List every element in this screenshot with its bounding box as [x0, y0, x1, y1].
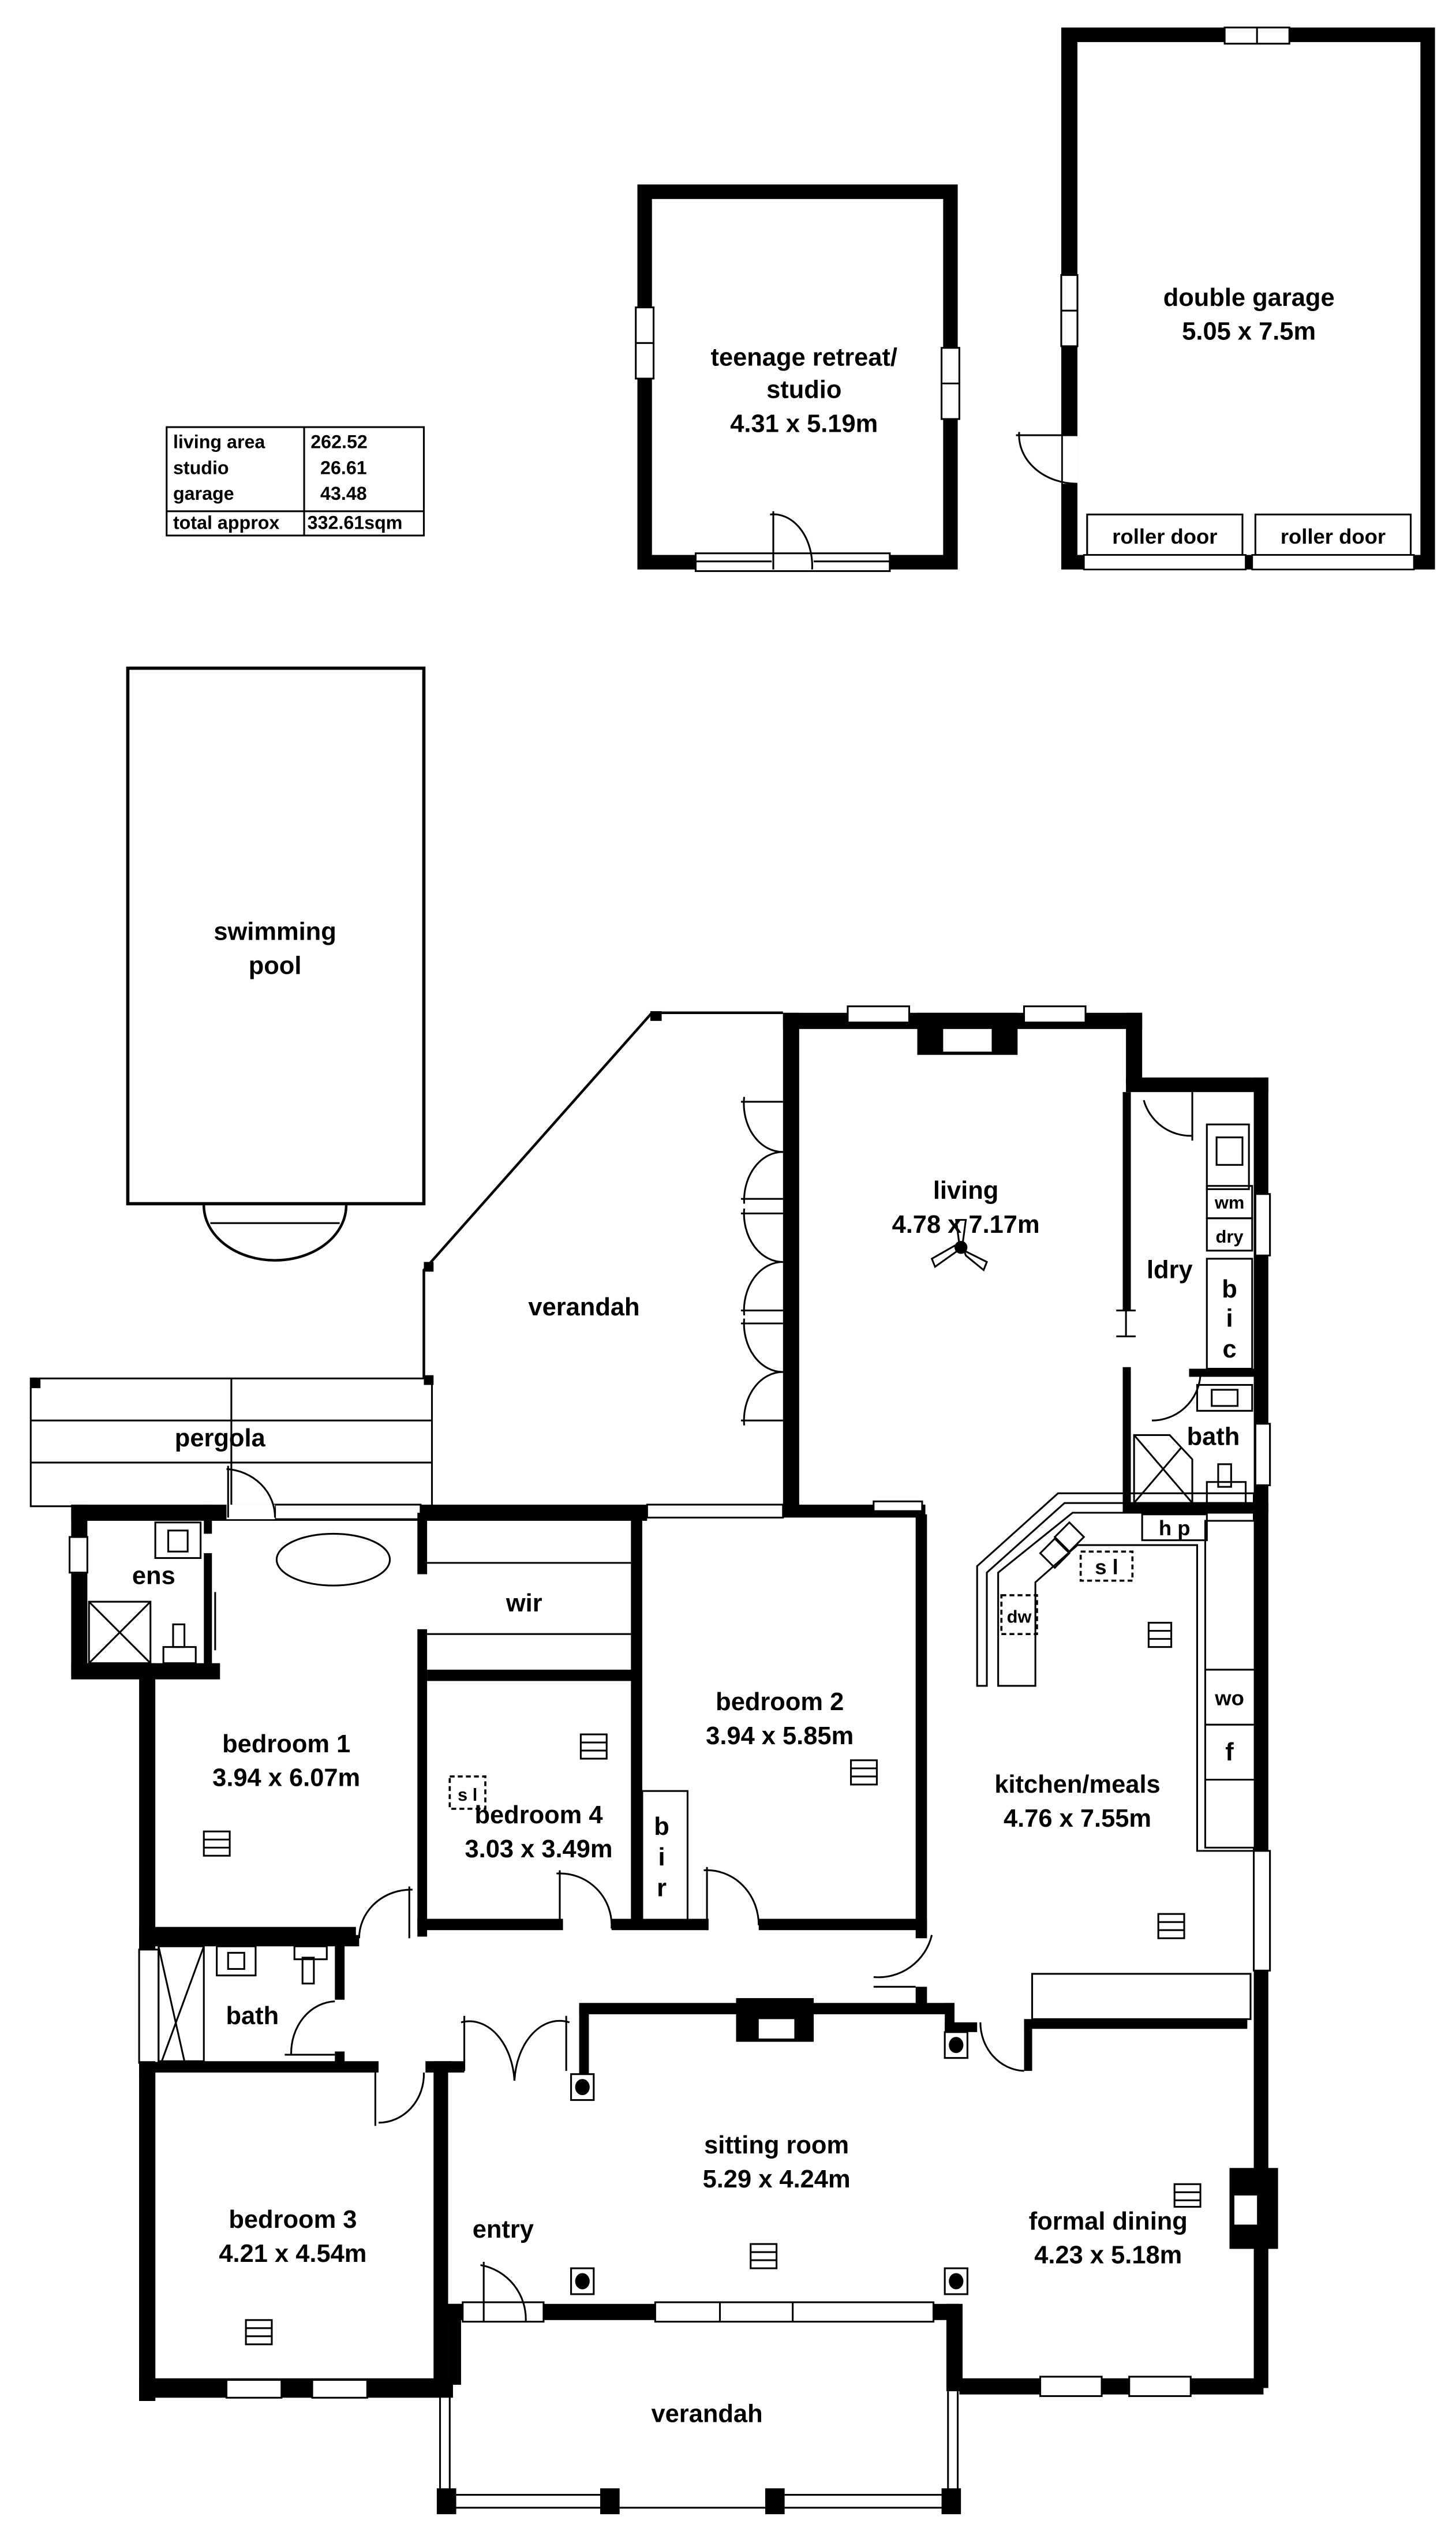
pool-name-2: pool	[249, 952, 302, 980]
dining-name: formal dining	[1029, 2208, 1188, 2235]
area-table: living area 262.52 studio 26.61 garage 4…	[166, 426, 425, 537]
bic-c: c	[1222, 1336, 1236, 1363]
bathtub-icon	[275, 1532, 391, 1587]
washing-machine-label: wm	[1214, 1192, 1244, 1213]
bedroom4-skylight-label: s l	[458, 1785, 477, 1805]
laundry-label: ldry	[1147, 1256, 1193, 1284]
door-swing-icon	[770, 513, 813, 570]
rear-verandah: verandah	[422, 1011, 783, 1426]
pool-name-1: swimming	[214, 918, 336, 946]
vent-icon	[1173, 2183, 1202, 2208]
studio-size: 4.31 x 5.19m	[730, 410, 878, 437]
dishwasher-label: dw	[1007, 1607, 1032, 1627]
pergola: pergola	[29, 1377, 433, 1508]
vent-icon	[203, 1830, 231, 1857]
table-label-total: total approx	[173, 513, 279, 533]
bedroom1-size: 3.94 x 6.07m	[212, 1764, 360, 1792]
vent-icon	[1157, 1913, 1185, 1939]
table-label-garage: garage	[173, 483, 234, 504]
front-verandah: verandah	[436, 2391, 961, 2515]
roller-door-left: roller door	[1112, 525, 1217, 548]
downlight-icon	[944, 2031, 968, 2059]
bedroom2-name: bedroom 2	[716, 1688, 844, 1716]
studio-building: teenage retreat/ studio 4.31 x 5.19m	[635, 184, 960, 573]
vent-icon	[850, 1759, 878, 1786]
kitchen-name: kitchen/meals	[994, 1771, 1160, 1798]
kitchen-size: 4.76 x 7.55m	[1004, 1805, 1151, 1832]
table-value-studio: 26.61	[320, 457, 367, 478]
downlight-icon	[570, 2073, 595, 2101]
bir-r: r	[657, 1874, 667, 1902]
ceiling-fan-icon	[930, 1219, 988, 1272]
studio-name-1: teenage retreat/	[710, 344, 897, 372]
dining-size: 4.23 x 5.18m	[1034, 2242, 1182, 2269]
pergola-label: pergola	[175, 1424, 266, 1452]
table-label-living: living area	[173, 431, 265, 452]
studio-name-2: studio	[766, 376, 841, 404]
sitting-size: 5.29 x 4.24m	[703, 2166, 851, 2193]
bedroom3-name: bedroom 3	[229, 2206, 357, 2234]
dryer-label: dry	[1216, 1226, 1244, 1247]
ensuite-label: ens	[132, 1562, 175, 1589]
verandah-front-label: verandah	[651, 2400, 762, 2428]
vent-icon	[245, 2319, 273, 2346]
french-doors	[740, 1097, 783, 1426]
bath-rear-label: bath	[1187, 1423, 1240, 1450]
garage-size: 5.05 x 7.5m	[1182, 318, 1316, 346]
skylight-icon	[448, 1775, 486, 1810]
fixtures: s l	[203, 1219, 1202, 2346]
bir-i: i	[658, 1843, 665, 1871]
verandah-rear-label: verandah	[528, 1293, 639, 1321]
bedroom1-name: bedroom 1	[222, 1730, 350, 1758]
downlight-icon	[944, 2267, 968, 2295]
table-value-garage: 43.48	[320, 483, 367, 504]
garage-name: double garage	[1163, 284, 1335, 312]
roller-door-right: roller door	[1281, 525, 1386, 548]
vent-icon	[579, 1733, 608, 1760]
table-label-studio: studio	[173, 457, 229, 478]
garage-building: roller door roller door double garage 5.…	[1016, 27, 1435, 571]
room-labels: living 4.78 x 7.17m bedroom 1 3.94 x 6.0…	[212, 1177, 1188, 2269]
hotplate-label: h p	[1159, 1516, 1191, 1540]
bic-b: b	[1222, 1276, 1237, 1303]
house-walls: wm dry b i c ldry bath	[69, 1005, 1278, 2515]
bath-front-label: bath	[226, 2002, 279, 2030]
sitting-name: sitting room	[704, 2131, 849, 2159]
kitchen-sink-label: s l	[1095, 1555, 1118, 1579]
vent-icon	[1147, 1622, 1173, 1648]
door-swing-icon	[1018, 432, 1078, 485]
living-size: 4.78 x 7.17m	[892, 1211, 1040, 1239]
fridge-label: f	[1225, 1738, 1234, 1766]
bedroom4-size: 3.03 x 3.49m	[465, 1835, 612, 1863]
bedroom3-size: 4.21 x 4.54m	[219, 2240, 366, 2268]
wir-label: wir	[506, 1589, 542, 1617]
bedroom2-size: 3.94 x 5.85m	[706, 1722, 854, 1750]
entry-name: entry	[473, 2216, 534, 2243]
table-value-total: 332.61sqm	[308, 513, 403, 533]
vent-icon	[750, 2243, 778, 2269]
wall-oven-label: wo	[1214, 1686, 1244, 1710]
living-name: living	[933, 1177, 998, 1205]
bic-i: i	[1226, 1305, 1233, 1333]
bedroom4-name: bedroom 4	[474, 1801, 602, 1829]
swimming-pool: swimming pool	[126, 666, 426, 1262]
downlight-icon	[570, 2267, 595, 2295]
table-value-living: 262.52	[310, 431, 368, 452]
bir-b: b	[654, 1813, 669, 1841]
